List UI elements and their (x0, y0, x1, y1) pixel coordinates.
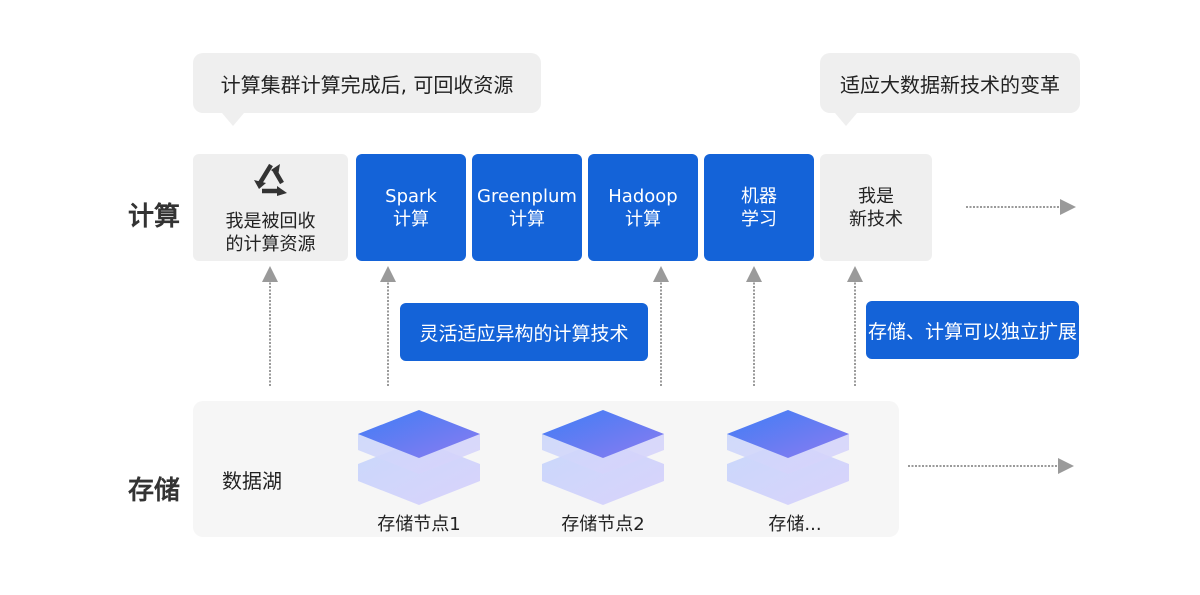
new-tech-card-line2: 新技术 (849, 208, 903, 230)
machine-learning-card: 机器 学习 (704, 154, 814, 261)
heterogeneous-compute-tag-text: 灵活适应异构的计算技术 (419, 322, 629, 345)
new-tech-bubble: 适应大数据新技术的变革 (820, 53, 1080, 113)
bubble-tail (222, 113, 244, 126)
storage-row-label: 存储 (128, 476, 181, 506)
new-tech-card-line1: 我是 (858, 185, 894, 207)
spark-compute-card: Spark 计算 (356, 154, 466, 261)
new-tech-card: 我是 新技术 (820, 154, 932, 261)
greenplum-card-line2: 计算 (509, 208, 545, 230)
storage-node-3-label: 存储... (768, 514, 822, 535)
compute-row-label: 计算 (128, 202, 181, 232)
greenplum-compute-card: Greenplum 计算 (472, 154, 582, 261)
bubble-tail (835, 113, 857, 126)
new-tech-bubble-text: 适应大数据新技术的变革 (840, 72, 1060, 97)
independent-scaling-tag-text: 存储、计算可以独立扩展 (867, 320, 1077, 343)
spark-card-line1: Spark (385, 185, 437, 207)
hadoop-card-line2: 计算 (625, 208, 661, 230)
hadoop-compute-card: Hadoop 计算 (588, 154, 698, 261)
heterogeneous-compute-tag: 灵活适应异构的计算技术 (400, 303, 648, 361)
resource-recycle-bubble: 计算集群计算完成后, 可回收资源 (193, 53, 541, 113)
recycled-card-line2: 的计算资源 (225, 233, 316, 255)
greenplum-card-line1: Greenplum (477, 185, 577, 207)
data-lake-label: 数据湖 (222, 469, 282, 493)
independent-scaling-tag: 存储、计算可以独立扩展 (866, 301, 1079, 359)
storage-node-2-label: 存储节点2 (561, 514, 645, 535)
recycled-card-line1: 我是被回收 (225, 210, 316, 232)
ml-card-line2: 学习 (741, 208, 777, 230)
recycle-icon (251, 160, 291, 206)
recycled-resource-card: 我是被回收 的计算资源 (193, 154, 348, 261)
ml-card-line1: 机器 (741, 185, 777, 207)
storage-node-1-label: 存储节点1 (377, 514, 461, 535)
hadoop-card-line1: Hadoop (608, 185, 678, 207)
spark-card-line2: 计算 (393, 208, 429, 230)
resource-recycle-bubble-text: 计算集群计算完成后, 可回收资源 (220, 72, 514, 97)
